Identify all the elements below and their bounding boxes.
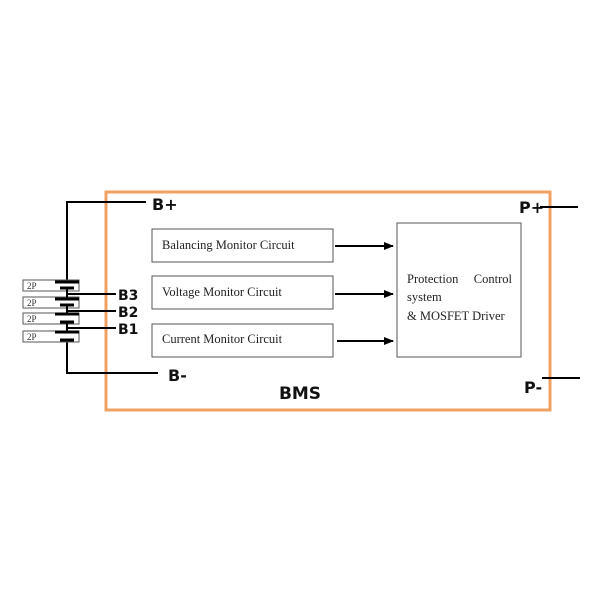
balancing-monitor-block: Balancing Monitor Circuit (151, 228, 334, 263)
voltage-monitor-block: Voltage Monitor Circuit (151, 275, 334, 310)
terminal-p-plus: P+ (519, 198, 544, 217)
controller-line1a: Protection (407, 272, 459, 286)
cell-label: 2P (27, 314, 37, 324)
terminal-b1: B1 (118, 322, 138, 338)
terminal-b-minus: B- (168, 366, 187, 385)
cell-label: 2P (27, 298, 37, 308)
current-monitor-block: Current Monitor Circuit (151, 323, 334, 358)
cell-box (22, 330, 80, 343)
cell-label: 2P (27, 281, 37, 291)
battery-cells: 2P 2P 2P 2P (22, 279, 116, 343)
terminal-b-plus: B+ (152, 195, 178, 214)
b-plus-wire (66, 201, 146, 282)
bms-boundary (104, 190, 552, 412)
cell-box (22, 296, 80, 309)
current-monitor-label: Current Monitor Circuit (162, 332, 283, 346)
voltage-monitor-label: Voltage Monitor Circuit (162, 285, 282, 299)
b-minus-wire (66, 342, 158, 374)
protection-control-block: Protection Control system & MOSFET Drive… (396, 222, 522, 358)
cell-label: 2P (27, 332, 37, 342)
controller-line3: & MOSFET Driver (407, 309, 506, 323)
terminal-b3: B3 (118, 288, 138, 304)
controller-line1b: Control (474, 272, 513, 286)
balancing-monitor-label: Balancing Monitor Circuit (162, 238, 295, 252)
controller-line2: system (407, 290, 442, 304)
terminal-p-minus: P- (524, 378, 542, 397)
bms-title: BMS (279, 384, 321, 404)
terminal-b2: B2 (118, 305, 138, 321)
cell-box (22, 279, 80, 292)
cell-box (22, 312, 80, 325)
